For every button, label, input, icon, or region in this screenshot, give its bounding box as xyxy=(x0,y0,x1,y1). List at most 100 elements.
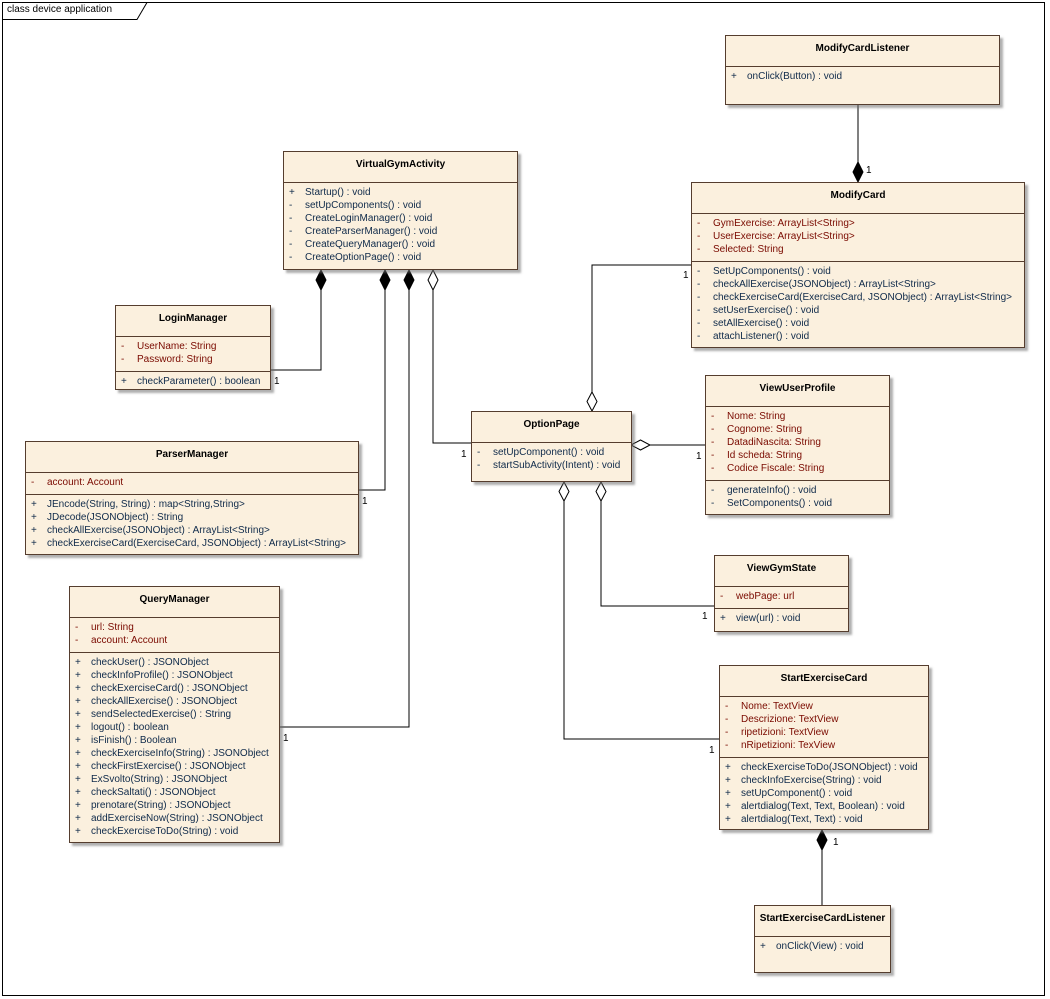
operation-row[interactable]: -setUpComponents() : void xyxy=(284,199,517,212)
class-startexercisecardlistener[interactable]: StartExerciseCardListener+onClick(View) … xyxy=(754,905,891,973)
operation-text: checkUser() : JSONObject xyxy=(91,657,209,668)
attribute-row[interactable]: -Password: String xyxy=(116,353,270,366)
operation-row[interactable]: -CreateLoginManager() : void xyxy=(284,212,517,225)
operation-row[interactable]: +onClick(Button) : void xyxy=(726,70,999,83)
operation-text: Startup() : void xyxy=(305,187,371,198)
operation-row[interactable]: +checkExerciseInfo(String) : JSONObject xyxy=(70,747,279,760)
visibility-marker: - xyxy=(289,252,293,263)
attribute-text: Nome: TextView xyxy=(741,701,813,712)
operation-row[interactable]: + checkUser() : JSONObject xyxy=(70,656,279,669)
operation-row[interactable]: +checkAllExercise() : JSONObject xyxy=(70,695,279,708)
class-loginmanager[interactable]: LoginManager-UserName: String-Password: … xyxy=(115,305,271,390)
operation-row[interactable]: +checkExerciseToDo(String) : void xyxy=(70,825,279,838)
operation-text: view(url) : void xyxy=(736,613,801,624)
operation-row[interactable]: -setUserExercise() : void xyxy=(692,304,1024,317)
attribute-row[interactable]: -account: Account xyxy=(26,476,358,489)
operation-row[interactable]: -attachListener() : void xyxy=(692,330,1024,343)
attribute-row[interactable]: -Nome: String xyxy=(706,410,889,423)
class-modifycard[interactable]: ModifyCard-GymExercise: ArrayList<String… xyxy=(691,182,1025,348)
attribute-row[interactable]: -DatadiNascita: String xyxy=(706,436,889,449)
class-virtualgymactivity[interactable]: VirtualGymActivity +Startup() : void-setU… xyxy=(283,151,518,270)
class-viewgymstate[interactable]: ViewGymState-webPage: url+view(url) : vo… xyxy=(714,555,849,632)
operation-row[interactable]: -setAllExercise() : void xyxy=(692,317,1024,330)
visibility-marker: - xyxy=(725,701,729,712)
operation-row[interactable]: +checkInfoProfile() : JSONObject xyxy=(70,669,279,682)
visibility-marker: + xyxy=(725,801,731,812)
visibility-marker: - xyxy=(725,727,729,738)
operation-row[interactable]: +checkParameter() : boolean xyxy=(116,375,270,388)
operation-row[interactable]: +prenotare(String) : JSONObject xyxy=(70,799,279,812)
attribute-row[interactable]: - Nome: TextView xyxy=(720,700,928,713)
operation-text: CreateParserManager() : void xyxy=(305,226,438,237)
operation-row[interactable]: +checkAllExercise(JSONObject) : ArrayLis… xyxy=(26,524,358,537)
attribute-row[interactable]: -Cognome: String xyxy=(706,423,889,436)
attribute-row[interactable]: - ripetizioni: TextView xyxy=(720,726,928,739)
operation-row[interactable]: +checkInfoExercise(String) : void xyxy=(720,774,928,787)
attribute-row[interactable]: -account: Account xyxy=(70,634,279,647)
class-startexercisecard[interactable]: StartExerciseCard-Nome: TextView-Descriz… xyxy=(719,665,929,830)
visibility-marker: + xyxy=(31,538,37,549)
operation-row[interactable]: -generateInfo() : void xyxy=(706,484,889,497)
operation-row[interactable]: - CreateQueryManager() : void xyxy=(284,238,517,251)
attribute-text: UserExercise: ArrayList<String> xyxy=(713,231,855,242)
class-optionpage[interactable]: OptionPage-setUpComponent() : void-start… xyxy=(471,411,632,482)
visibility-marker: + xyxy=(75,657,81,668)
operation-row[interactable]: +onClick(View) : void xyxy=(755,940,890,953)
composition-diamond-modifycard xyxy=(852,160,864,184)
connector-optionpage-modifycard xyxy=(591,264,691,392)
operation-row[interactable]: -SetComponents() : void xyxy=(706,497,889,510)
operation-row[interactable]: +JDecode(JSONObject) : String xyxy=(26,511,358,524)
attribute-text: UserName: String xyxy=(137,341,217,352)
operation-row[interactable]: +alertdialog(Text, Text, Boolean) : void xyxy=(720,800,928,813)
attribute-row[interactable]: -url: String xyxy=(70,621,279,634)
class-viewuserprofile[interactable]: ViewUserProfile-Nome: String-Cognome: St… xyxy=(705,375,890,515)
visibility-marker: - xyxy=(697,318,701,329)
attribute-row[interactable]: -UserName: String xyxy=(116,340,270,353)
class-querymanager[interactable]: QueryManager-url: String-account: Accoun… xyxy=(69,586,280,843)
operation-row[interactable]: +isFinish() : Boolean xyxy=(70,734,279,747)
attribute-text: Descrizione: TextView xyxy=(741,714,839,725)
attribute-row[interactable]: -webPage: url xyxy=(715,590,848,603)
operation-row[interactable]: +checkExerciseCard() : JSONObject xyxy=(70,682,279,695)
operation-row[interactable]: +checkFirstExercise() : JSONObject xyxy=(70,760,279,773)
attribute-row[interactable]: -nRipetizioni: TexView xyxy=(720,739,928,752)
operation-row[interactable]: +addExerciseNow(String) : JSONObject xyxy=(70,812,279,825)
operation-row[interactable]: +checkSaltati() : JSONObject xyxy=(70,786,279,799)
operation-row[interactable]: -CreateOptionPage() : void xyxy=(284,251,517,264)
attribute-row[interactable]: -Codice Fiscale: String xyxy=(706,462,889,475)
operation-row[interactable]: +view(url) : void xyxy=(715,612,848,625)
class-name: VirtualGymActivity xyxy=(284,152,517,183)
operation-row[interactable]: -checkExerciseCard(ExerciseCard, JSONObj… xyxy=(692,291,1024,304)
operation-row[interactable]: +Startup() : void xyxy=(284,186,517,199)
attribute-row[interactable]: -GymExercise: ArrayList<String> xyxy=(692,217,1024,230)
attribute-row[interactable]: -UserExercise: ArrayList<String> xyxy=(692,230,1024,243)
operation-row[interactable]: -CreateParserManager() : void xyxy=(284,225,517,238)
attribute-row[interactable]: -Id scheda: String xyxy=(706,449,889,462)
composition-diamond-vga-login xyxy=(315,268,327,292)
operation-row[interactable]: -SetUpComponents() : void xyxy=(692,265,1024,278)
operation-row[interactable]: +ExSvolto(String) : JSONObject xyxy=(70,773,279,786)
operation-row[interactable]: -setUpComponent() : void xyxy=(472,446,631,459)
visibility-marker: - xyxy=(711,424,715,435)
operation-row[interactable]: +sendSelectedExercise() : String xyxy=(70,708,279,721)
operation-row[interactable]: +setUpComponent() : void xyxy=(720,787,928,800)
attribute-row[interactable]: -Selected: String xyxy=(692,243,1024,256)
operation-row[interactable]: +logout() : boolean xyxy=(70,721,279,734)
operation-text: JEncode(String, String) : map<String,Str… xyxy=(47,499,245,510)
attribute-row[interactable]: -Descrizione: TextView xyxy=(720,713,928,726)
class-parsermanager[interactable]: ParserManager-account: Account+JEncode(S… xyxy=(25,441,359,555)
attribute-text: ripetizioni: TextView xyxy=(741,727,829,738)
operation-row[interactable]: +alertdialog(Text, Text) : void xyxy=(720,813,928,826)
operation-text: CreateLoginManager() : void xyxy=(305,213,433,224)
operation-row[interactable]: +checkExerciseCard(ExerciseCard, JSONObj… xyxy=(26,537,358,550)
visibility-marker: - xyxy=(289,239,293,250)
operation-row[interactable]: +checkExerciseToDo(JSONObject) : void xyxy=(720,761,928,774)
visibility-marker: + xyxy=(731,71,737,82)
operation-text: CreateQueryManager() : void xyxy=(305,239,436,250)
class-modifycardlistener[interactable]: ModifyCardListener+onClick(Button) : voi… xyxy=(725,35,1000,105)
operation-row[interactable]: -startSubActivity(Intent) : void xyxy=(472,459,631,472)
operation-row[interactable]: -checkAllExercise(JSONObject) : ArrayLis… xyxy=(692,278,1024,291)
attribute-text: Nome: String xyxy=(727,411,786,422)
aggregation-diamond-optionpage-startexercisecard xyxy=(558,480,570,503)
operation-row[interactable]: +JEncode(String, String) : map<String,St… xyxy=(26,498,358,511)
